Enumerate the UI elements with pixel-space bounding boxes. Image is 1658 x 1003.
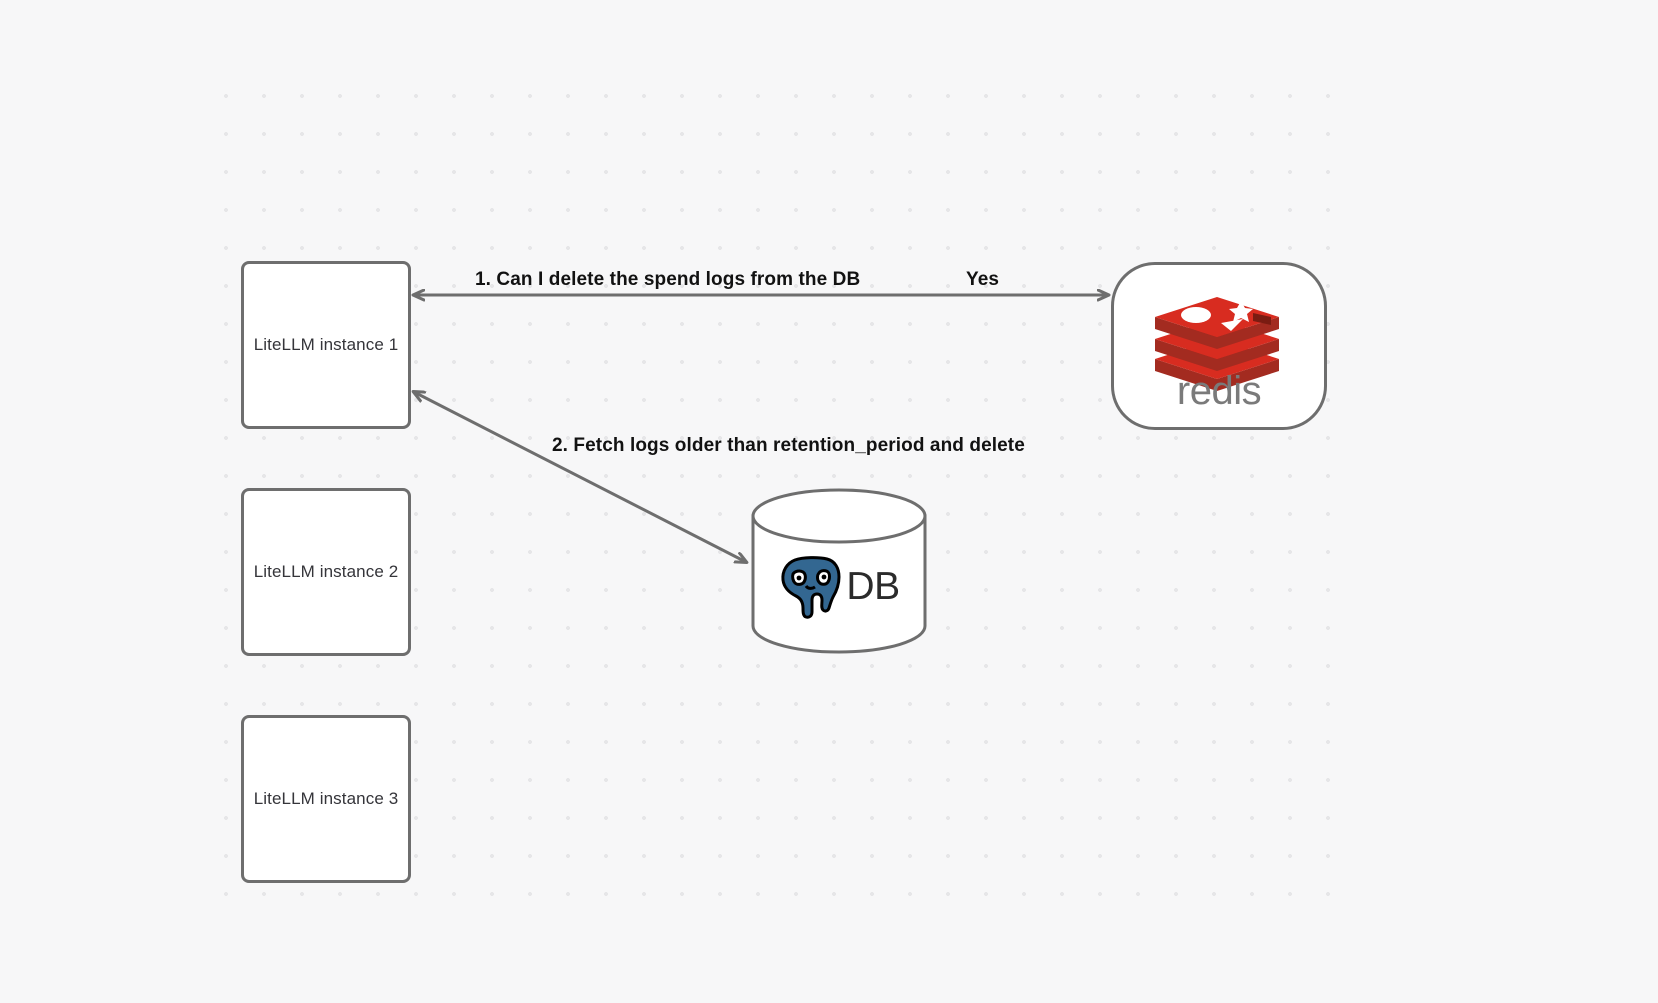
edge-litellm1-db xyxy=(414,392,746,562)
node-label: LiteLLM instance 3 xyxy=(253,788,399,808)
db-label: DB xyxy=(846,564,900,608)
node-label: LiteLLM instance 1 xyxy=(253,334,399,354)
edge-label-yes: Yes xyxy=(966,269,1000,290)
node-litellm-instance-2[interactable]: LiteLLM instance 2 xyxy=(241,488,411,656)
node-redis[interactable]: redis xyxy=(1111,262,1327,430)
postgresql-elephant-icon xyxy=(781,556,841,619)
node-label: LiteLLM instance 2 xyxy=(253,561,399,581)
edge-label-step-2: 2. Fetch logs older than retention_perio… xyxy=(552,435,1025,456)
node-litellm-instance-3[interactable]: LiteLLM instance 3 xyxy=(241,715,411,883)
redis-logo-icon xyxy=(1155,297,1279,391)
node-litellm-instance-1[interactable]: LiteLLM instance 1 xyxy=(241,261,411,429)
redis-wordmark: redis xyxy=(1176,369,1262,413)
node-database[interactable]: DB xyxy=(751,488,927,654)
edge-label-step-1: 1. Can I delete the spend logs from the … xyxy=(475,269,861,290)
cylinder-shape xyxy=(751,488,927,654)
